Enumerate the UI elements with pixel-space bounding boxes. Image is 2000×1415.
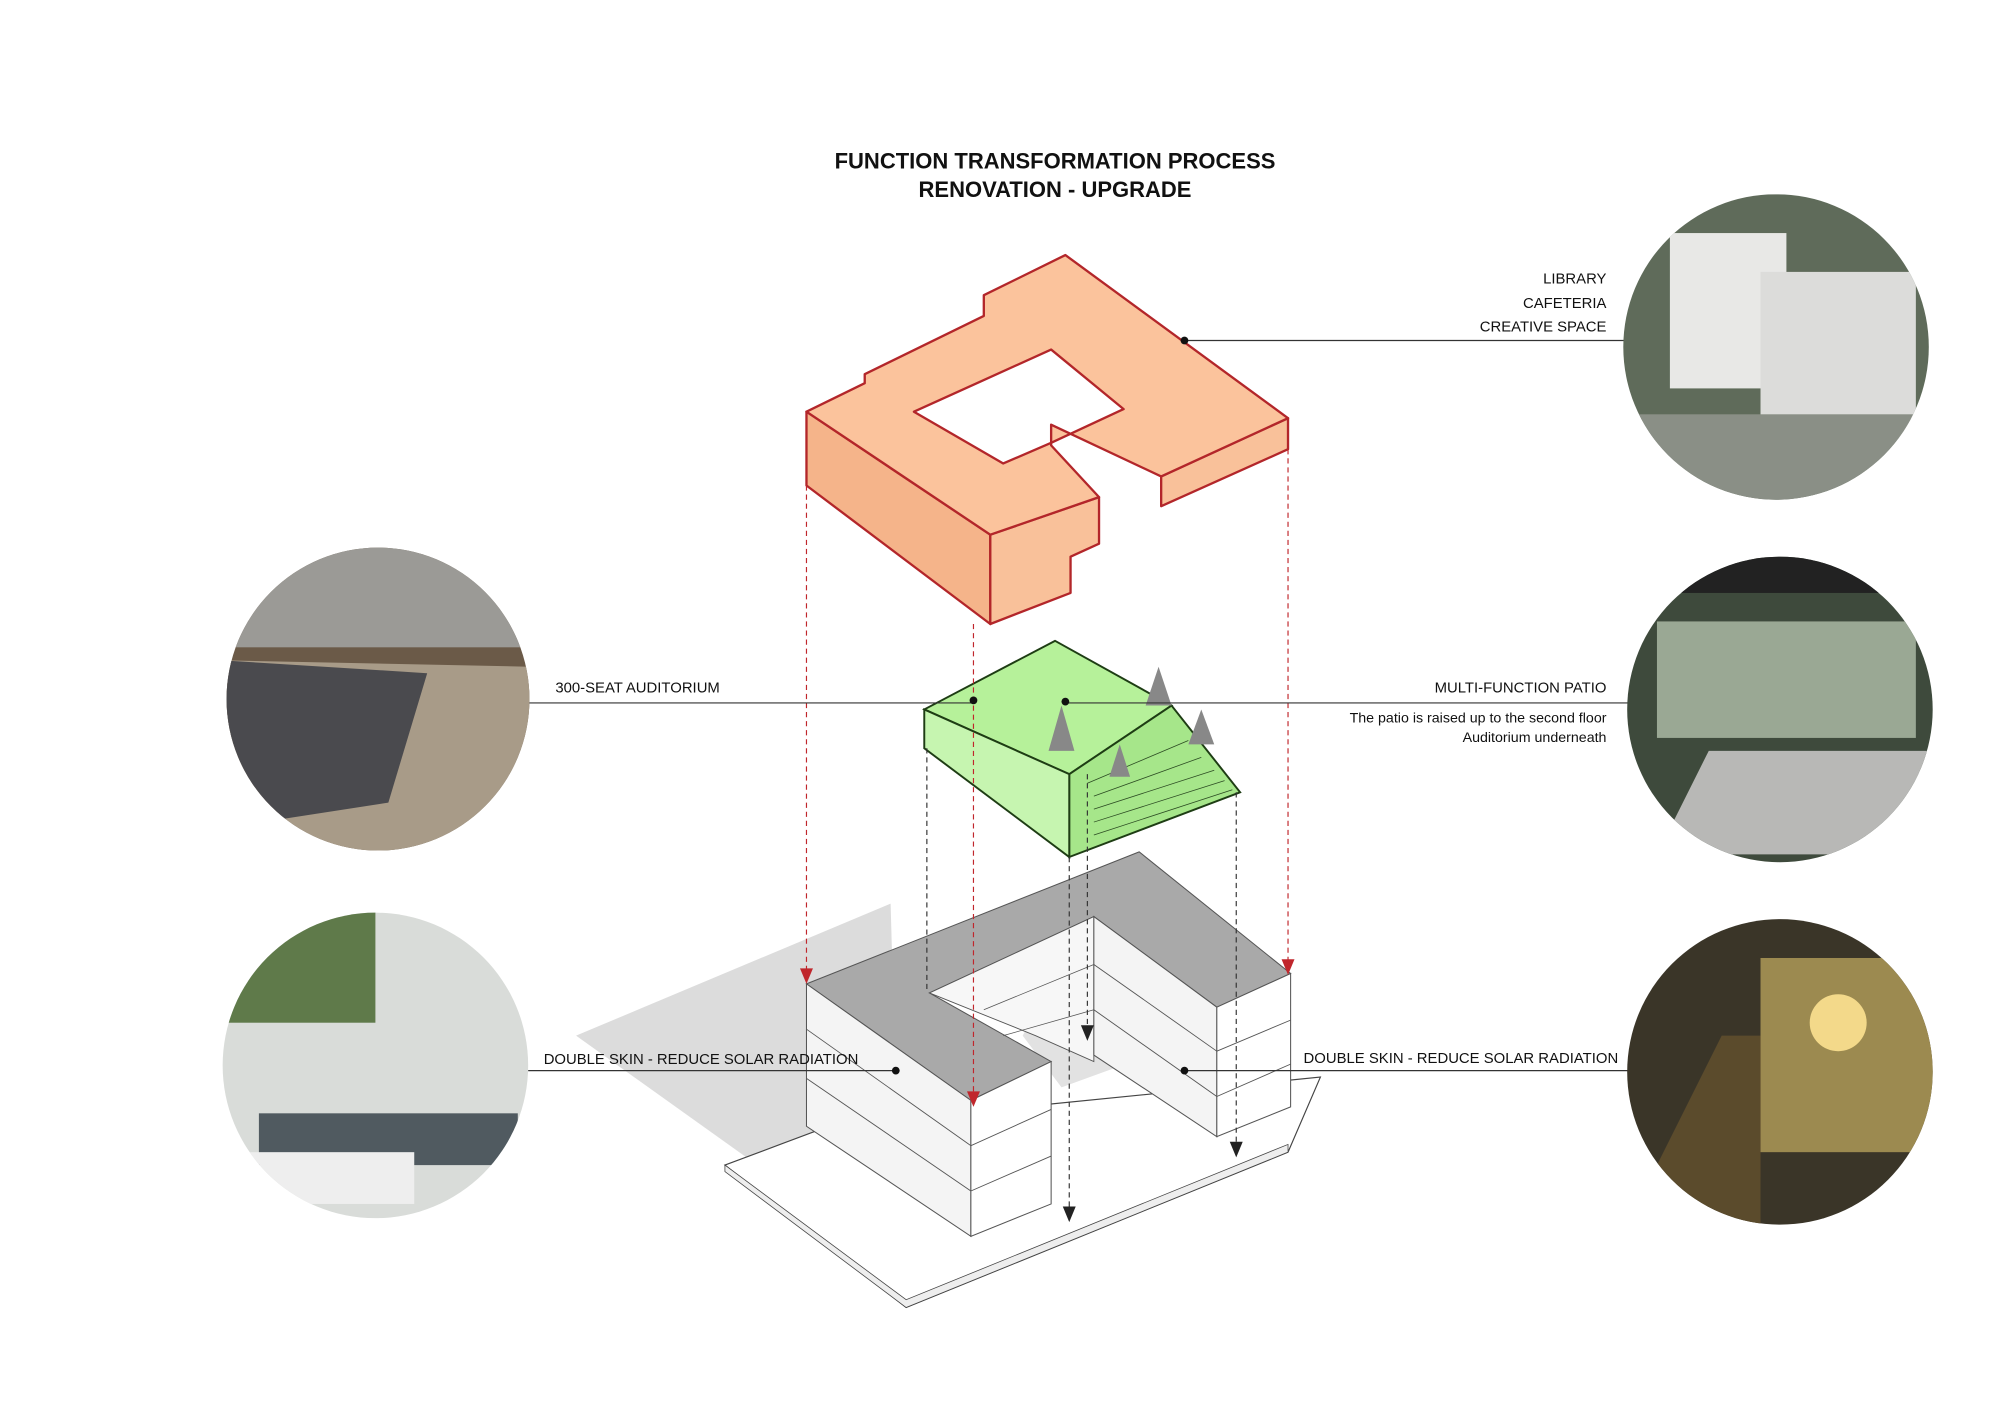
patio-description-1: The patio is raised up to the second flo… <box>1350 710 1607 726</box>
label-creative-space: CREATIVE SPACE <box>1480 319 1607 335</box>
tree-icons <box>1048 666 1215 777</box>
ground-floor-block <box>576 851 1322 1309</box>
patio-description-2: Auditorium underneath <box>1463 730 1607 746</box>
label-cafeteria: CAFETERIA <box>1523 296 1607 312</box>
label-auditorium: 300-SEAT AUDITORIUM <box>555 681 720 697</box>
title-line-2: RENOVATION - UPGRADE <box>919 177 1192 202</box>
photo-double-skin <box>222 912 529 1219</box>
label-patio: MULTI-FUNCTION PATIO <box>1435 681 1607 697</box>
photo-building-exterior <box>1623 194 1929 500</box>
upper-floor-block <box>805 253 1290 626</box>
patio-slab <box>922 639 1242 859</box>
photo-auditorium <box>226 547 530 851</box>
label-double-skin-right: DOUBLE SKIN - REDUCE SOLAR RADIATION <box>1304 1051 1619 1067</box>
photo-patio <box>1627 556 1933 863</box>
label-library: LIBRARY <box>1543 272 1606 288</box>
label-double-skin-left: DOUBLE SKIN - REDUCE SOLAR RADIATION <box>544 1052 859 1068</box>
title-line-1: FUNCTION TRANSFORMATION PROCESS <box>835 148 1276 173</box>
photo-corridor <box>1627 919 1933 1225</box>
projection-lines <box>800 449 1295 1223</box>
